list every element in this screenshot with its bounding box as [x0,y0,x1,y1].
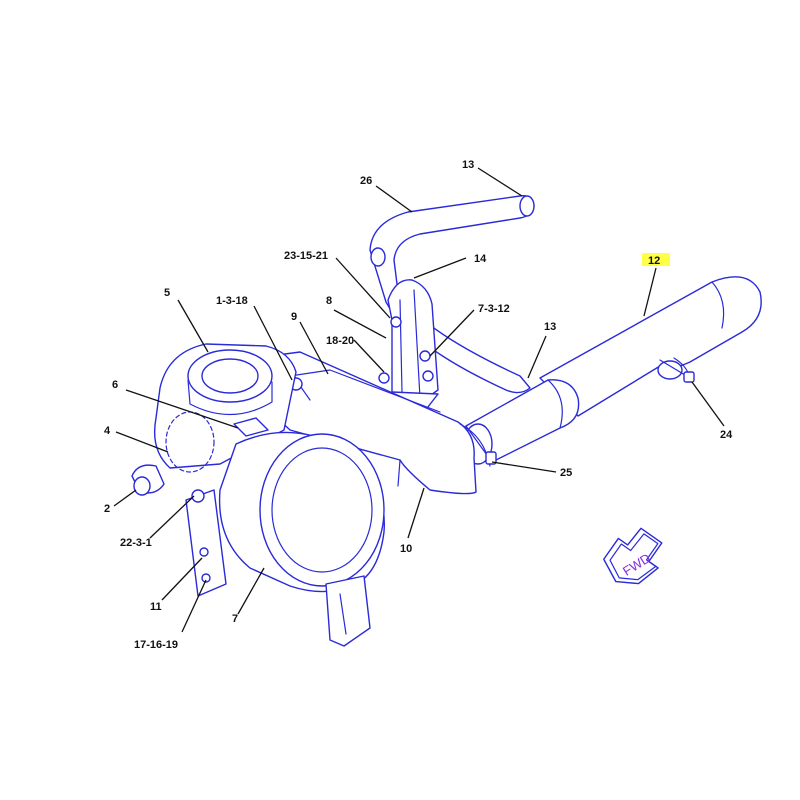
support-frame [257,351,477,495]
callout-9: 9 [291,311,297,323]
callout-25: 25 [560,467,572,479]
callout-12: 12 [648,255,660,267]
callout-14: 14 [474,253,487,265]
callout-7: 7 [232,613,238,625]
callout-labels: 13 26 23-15-21 14 12 5 1-3-18 8 9 7-3-12… [104,159,733,651]
callout-23-15-21: 23-15-21 [284,250,328,262]
side-bracket [185,489,227,597]
inlet-cap [131,464,165,496]
callout-13-right: 13 [544,321,556,333]
callout-2: 2 [104,503,110,515]
callout-8: 8 [326,295,332,307]
callout-highlight [642,253,670,266]
callout-24: 24 [720,429,733,441]
breather-tube [369,195,535,394]
intake-tube [539,276,762,417]
callout-17-16-19: 17-16-19 [134,639,178,651]
callout-5: 5 [164,287,170,299]
callout-1-3-18: 1-3-18 [216,295,248,307]
hose-clamps [459,357,695,467]
filter-canister [218,431,385,647]
callout-22-3-1: 22-3-1 [120,537,152,549]
callout-7-3-12: 7-3-12 [478,303,510,315]
callout-6: 6 [112,379,118,391]
leader-lines [113,167,725,633]
callout-11: 11 [150,601,162,613]
callout-4: 4 [104,425,111,437]
fwd-arrow: FWD [603,527,663,585]
callout-26: 26 [360,175,372,187]
callout-10: 10 [400,543,412,555]
callout-18-20: 18-20 [326,335,354,347]
callout-13-top: 13 [462,159,474,171]
